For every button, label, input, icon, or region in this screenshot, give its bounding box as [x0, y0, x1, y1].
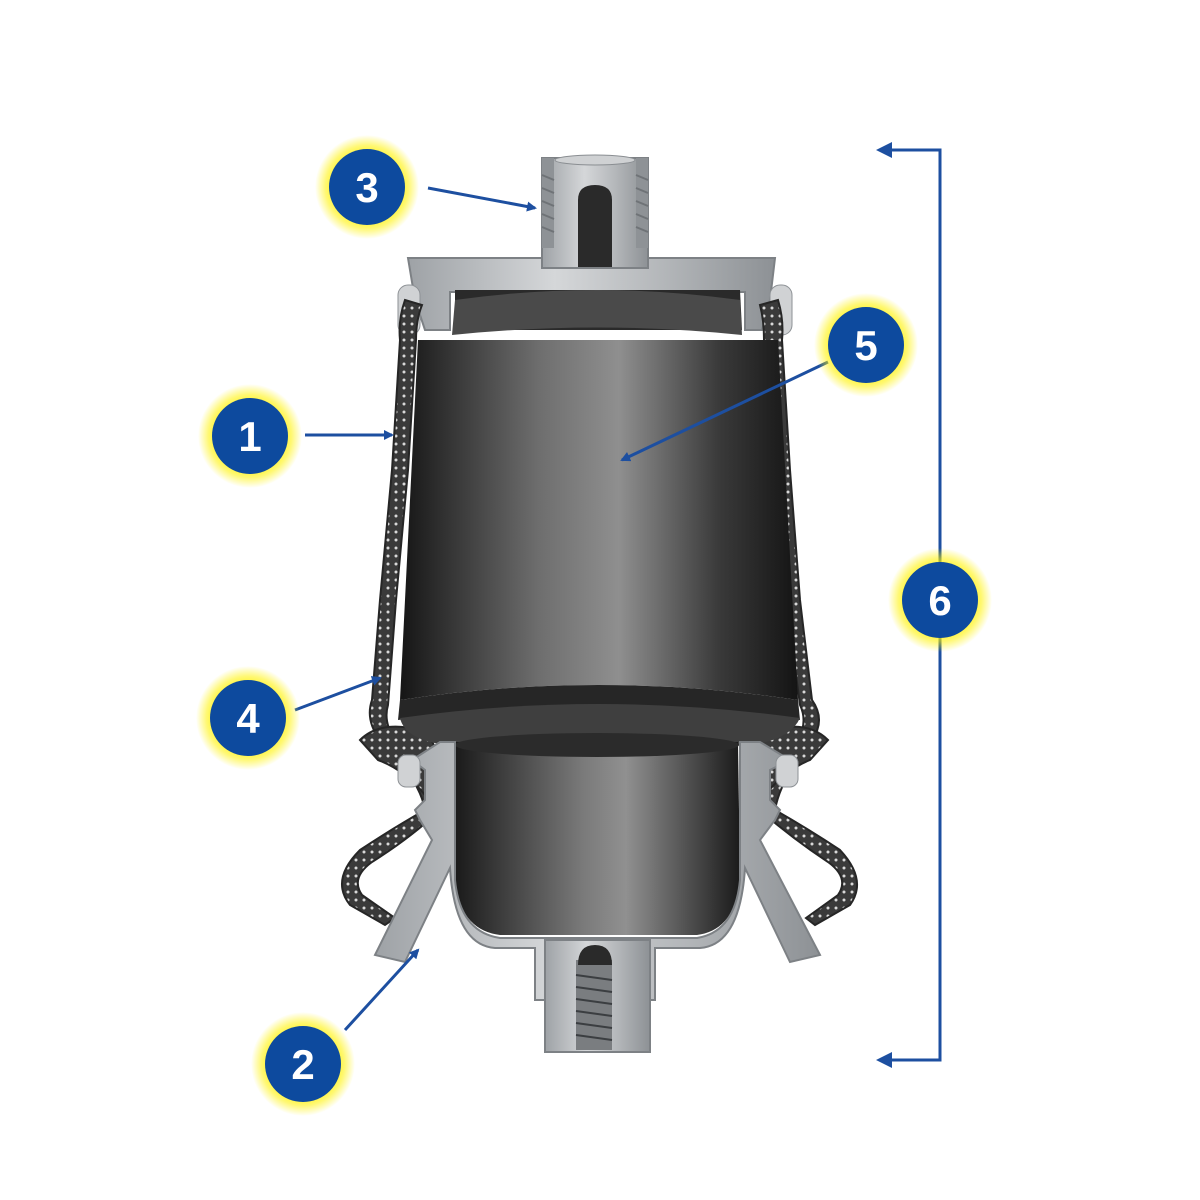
arrow-4 [294, 676, 382, 712]
arrow-5 [620, 360, 829, 462]
callout-4-label: 4 [236, 695, 260, 742]
callout-6-label: 6 [928, 577, 951, 624]
lower-piston [373, 741, 822, 1053]
callout-4: 4 [196, 666, 300, 770]
callout-3-label: 3 [355, 164, 378, 211]
internal-bumper [398, 290, 800, 745]
piston-cup [455, 733, 740, 935]
callout-1: 1 [198, 384, 302, 488]
callout-5-label: 5 [854, 322, 877, 369]
callout-2-label: 2 [291, 1041, 314, 1088]
callout-6: 6 [888, 548, 992, 652]
callout-5: 5 [814, 293, 918, 397]
callout-2: 2 [251, 1012, 355, 1116]
arrow-2 [343, 948, 420, 1032]
air-spring-assembly [341, 154, 858, 1053]
arrow-3 [427, 186, 537, 212]
callout-3: 3 [315, 135, 419, 239]
upper-fitting [541, 154, 649, 285]
callout-1-label: 1 [238, 413, 261, 460]
